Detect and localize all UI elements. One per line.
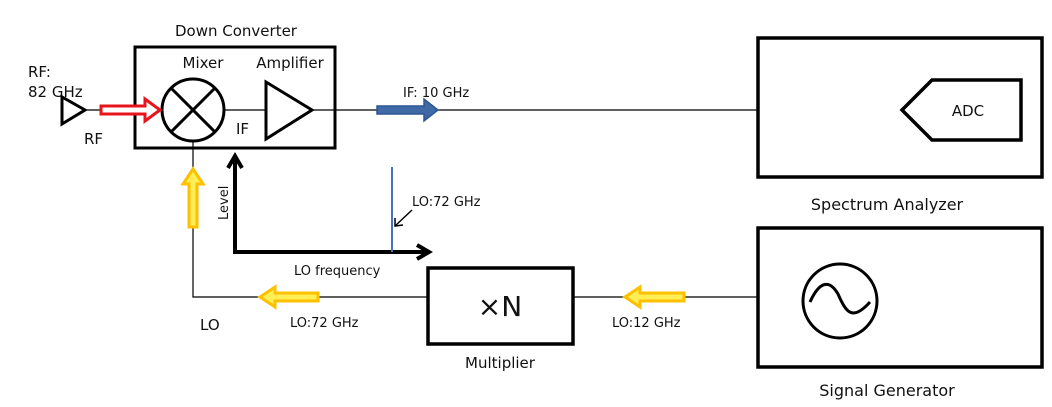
amplifier-icon <box>264 79 315 142</box>
inset-axes <box>233 158 428 254</box>
down-converter-label: Down Converter <box>175 22 298 40</box>
sine-source-icon <box>801 262 879 340</box>
inset-x-axis-label: LO frequency <box>294 264 381 279</box>
if-arrow-icon <box>376 97 440 123</box>
mixer-icon <box>160 77 226 143</box>
inset-spectrum-plot: LO:72 GHz Level LO frequency <box>217 152 481 279</box>
mixer-label: Mixer <box>183 54 225 72</box>
rf-arrow-icon <box>99 96 163 124</box>
marker-pointer-head <box>394 218 404 227</box>
rf-source-amplifier-icon <box>60 94 88 127</box>
multiplier-label: Multiplier <box>465 354 536 372</box>
inset-y-arrowhead <box>226 152 244 170</box>
if-label: IF <box>236 120 249 138</box>
lo-72ghz-label: LO:72 GHz <box>290 316 359 331</box>
inset-y-axis-label: Level <box>217 186 232 220</box>
if-frequency-label: IF: 10 GHz <box>403 86 469 101</box>
multiplier-symbol: ×N <box>478 290 522 323</box>
rf-freq-label-line2: 82 GHz <box>28 83 83 101</box>
inset-marker-label: LO:72 GHz <box>412 195 481 210</box>
inset-x-arrowhead <box>415 243 433 261</box>
lo-12ghz-label: LO:12 GHz <box>612 316 681 331</box>
spectrum-analyzer-label: Spectrum Analyzer <box>811 195 964 214</box>
adc-label: ADC <box>952 102 984 120</box>
adc-icon <box>899 78 1023 142</box>
spectrum-analyzer-box <box>756 36 1044 179</box>
down-converter-box <box>133 45 337 150</box>
signal-generator-box <box>756 226 1044 369</box>
marker-pointer <box>394 209 413 227</box>
lo-72ghz-arrow-icon <box>257 284 320 310</box>
lo-up-arrow-icon <box>180 166 206 229</box>
lo-12ghz-arrow-icon <box>622 284 686 310</box>
amplifier-label: Amplifier <box>256 54 324 72</box>
rf-freq-label-line1: RF: <box>28 63 51 81</box>
lo-port-label: LO <box>200 316 220 334</box>
rf-port-label: RF <box>84 130 103 148</box>
signal-generator-label: Signal Generator <box>819 381 955 400</box>
multiplier-box <box>426 266 575 346</box>
